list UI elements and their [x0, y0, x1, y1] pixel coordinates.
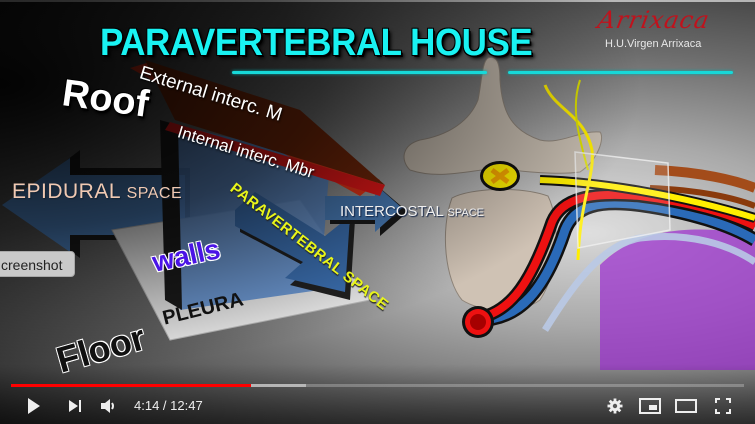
miniplayer-button[interactable] — [638, 395, 662, 417]
epidural-small: SPACE — [126, 185, 183, 202]
next-icon — [69, 400, 81, 412]
theater-mode-button[interactable] — [674, 395, 698, 417]
progress-bar[interactable] — [11, 384, 744, 387]
controls-gradient — [0, 364, 755, 424]
play-icon — [28, 398, 40, 414]
label-intercostal-space: INTERCOSTAL SPACE — [340, 203, 484, 220]
next-button[interactable] — [64, 395, 86, 417]
theater-icon — [675, 399, 697, 413]
fullscreen-button[interactable] — [711, 395, 735, 417]
gear-icon — [607, 398, 623, 414]
fullscreen-icon — [715, 398, 731, 414]
time-display: 4:14 / 12:47 — [134, 398, 203, 413]
arrixaca-logo: Arrixaca — [595, 6, 713, 34]
settings-button[interactable] — [604, 395, 626, 417]
epidural-main: EPIDURAL — [12, 180, 127, 203]
intercostal-small: SPACE — [447, 207, 484, 219]
current-time: 4:14 — [134, 398, 160, 413]
title-underline-left — [232, 71, 487, 74]
progress-played — [11, 384, 251, 387]
screenshot-tooltip: creenshot — [0, 251, 76, 277]
intercostal-main: INTERCOSTAL — [340, 203, 448, 220]
label-epidural-space: EPIDURAL SPACE — [12, 180, 182, 204]
video-title-overlay: PARAVERTEBRAL HOUSE — [100, 22, 533, 64]
volume-icon — [101, 399, 114, 413]
volume-button[interactable] — [97, 395, 119, 417]
logo-subtitle: H.U.Virgen Arrixaca — [605, 38, 702, 50]
title-underline-right — [508, 71, 733, 74]
play-button[interactable] — [22, 395, 46, 417]
miniplayer-icon — [639, 398, 661, 414]
time-separator: / — [159, 398, 171, 413]
duration: 12:47 — [170, 398, 203, 413]
